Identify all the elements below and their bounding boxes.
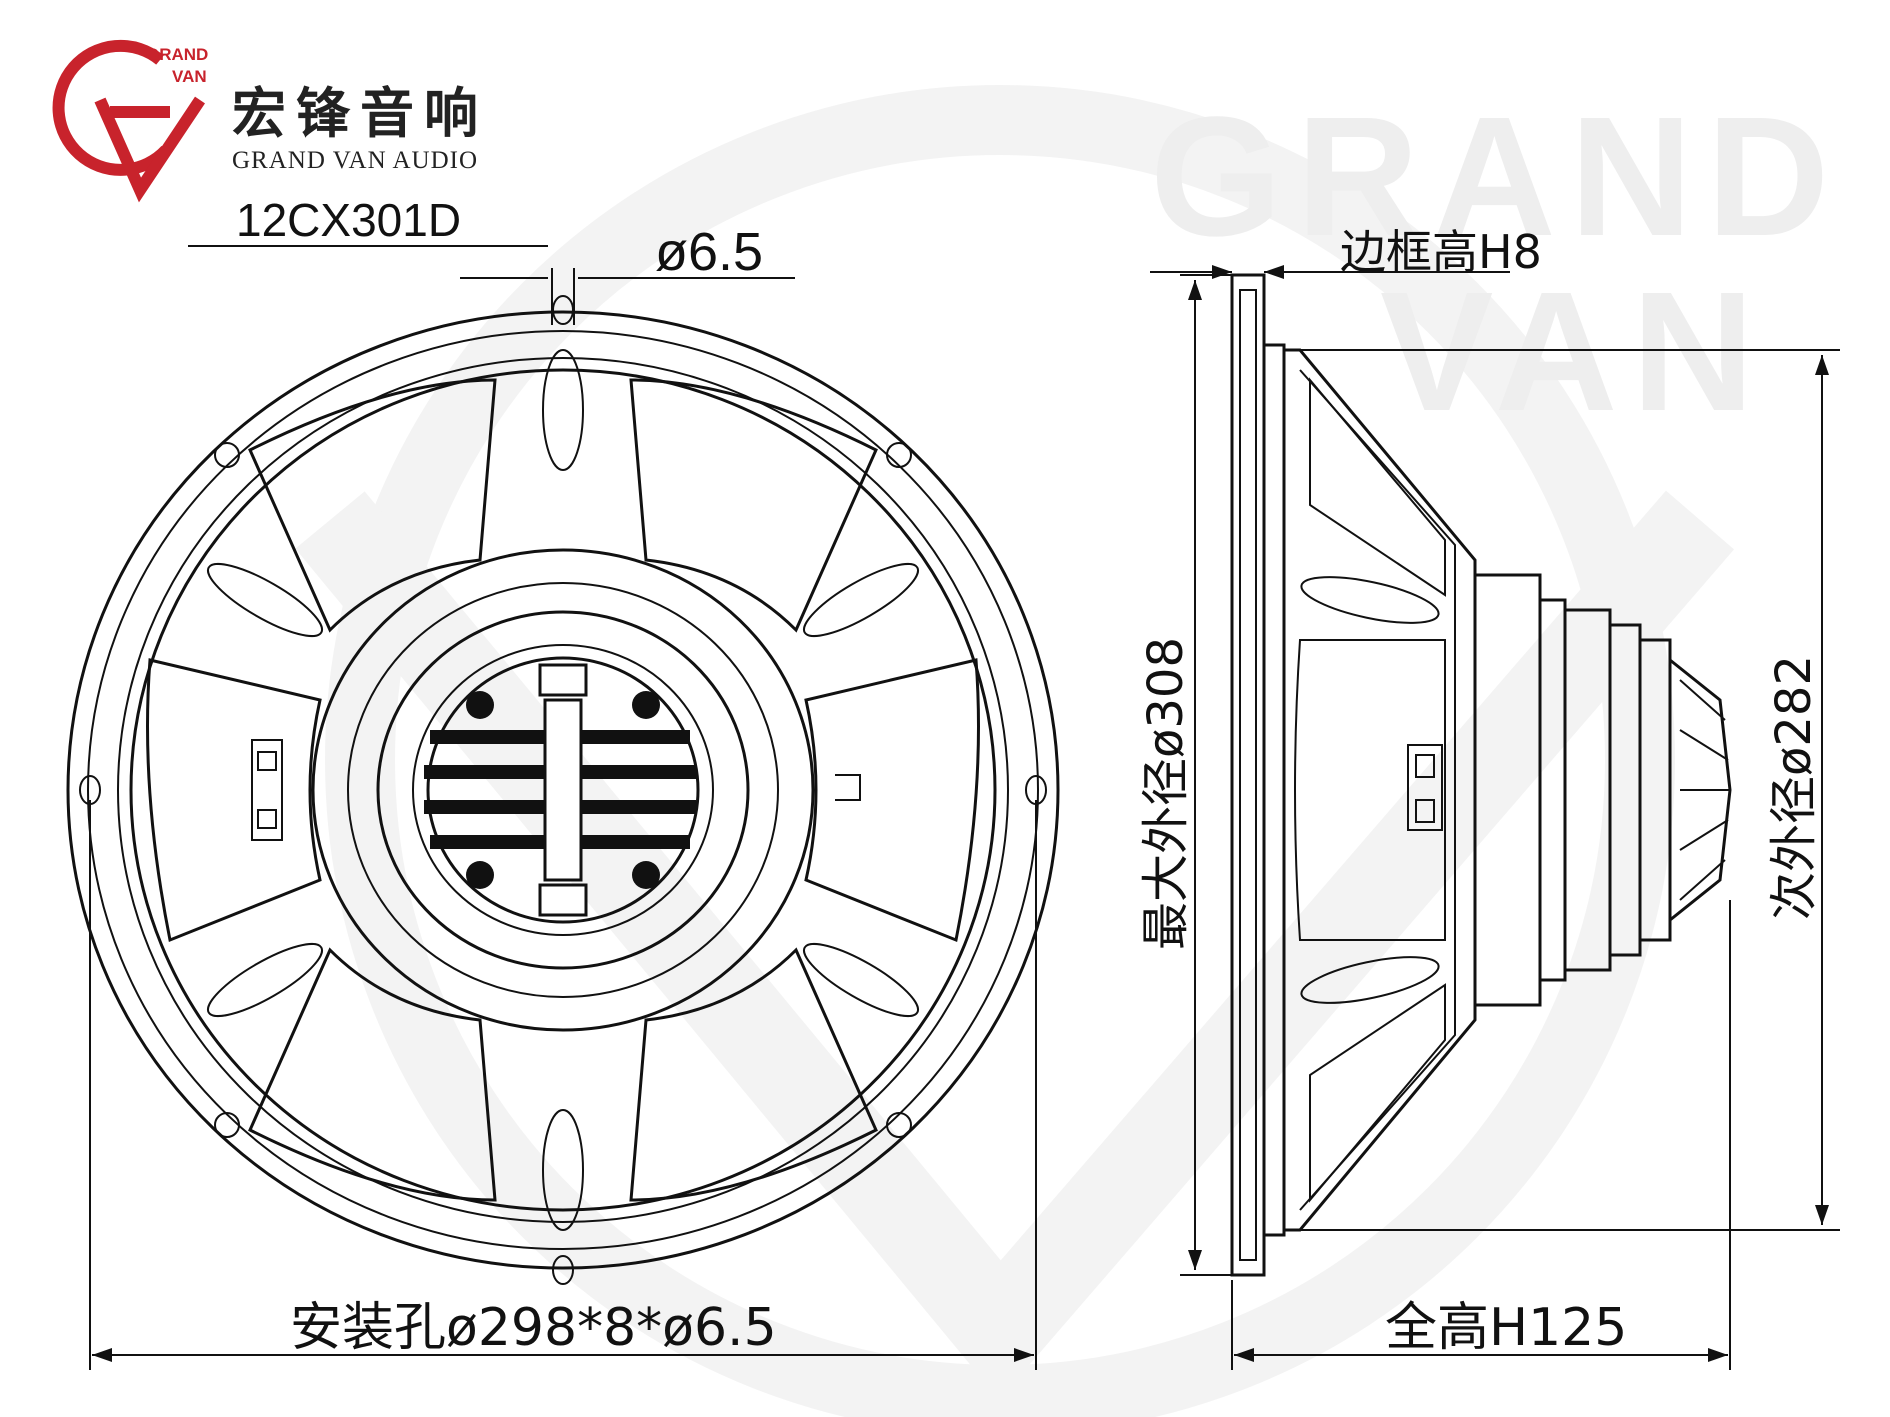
dim-secondary-outer-diameter: 次外径ø282 [1766, 655, 1822, 920]
brand-name-en: GRAND VAN AUDIO [232, 147, 478, 174]
side-windows [1294, 377, 1446, 1203]
terminal [251, 739, 283, 841]
basket-windows [146, 378, 980, 1202]
gv-logo-mark [52, 39, 205, 203]
dim-mounting-holes: 安装孔ø298*8*ø6.5 [290, 1298, 777, 1358]
dim-max-outer-diameter: 最大外径ø308 [1138, 637, 1194, 950]
dim-total-height: 全高H125 [1385, 1298, 1627, 1358]
brand-logo: GRAND VAN 宏锋音响 GRAND VAN AUDIO [52, 39, 488, 203]
spoke-slots [206, 349, 920, 1231]
watermark-line2: VAN [1380, 257, 1768, 447]
side-view: 边框高H8 最大外径ø308 次外径ø282 全高H125 [1138, 225, 1840, 1370]
brand-name-cn: 宏锋音响 [232, 82, 488, 145]
logo-text-grand: GRAND [146, 45, 208, 64]
side-motor-fins [1668, 656, 1732, 924]
logo-text-van: VAN [172, 67, 207, 86]
motor-fins [424, 663, 696, 917]
model-number: 12CX301D [236, 194, 461, 246]
dim-frame-height: 边框高H8 [1340, 225, 1542, 279]
side-terminal [1407, 744, 1443, 831]
dim-hole-diameter: ø6.5 [655, 222, 763, 282]
watermark-line1: GRAND [1150, 82, 1843, 272]
front-view: ø6.5 安装孔ø298*8*ø6.5 [66, 222, 1060, 1370]
